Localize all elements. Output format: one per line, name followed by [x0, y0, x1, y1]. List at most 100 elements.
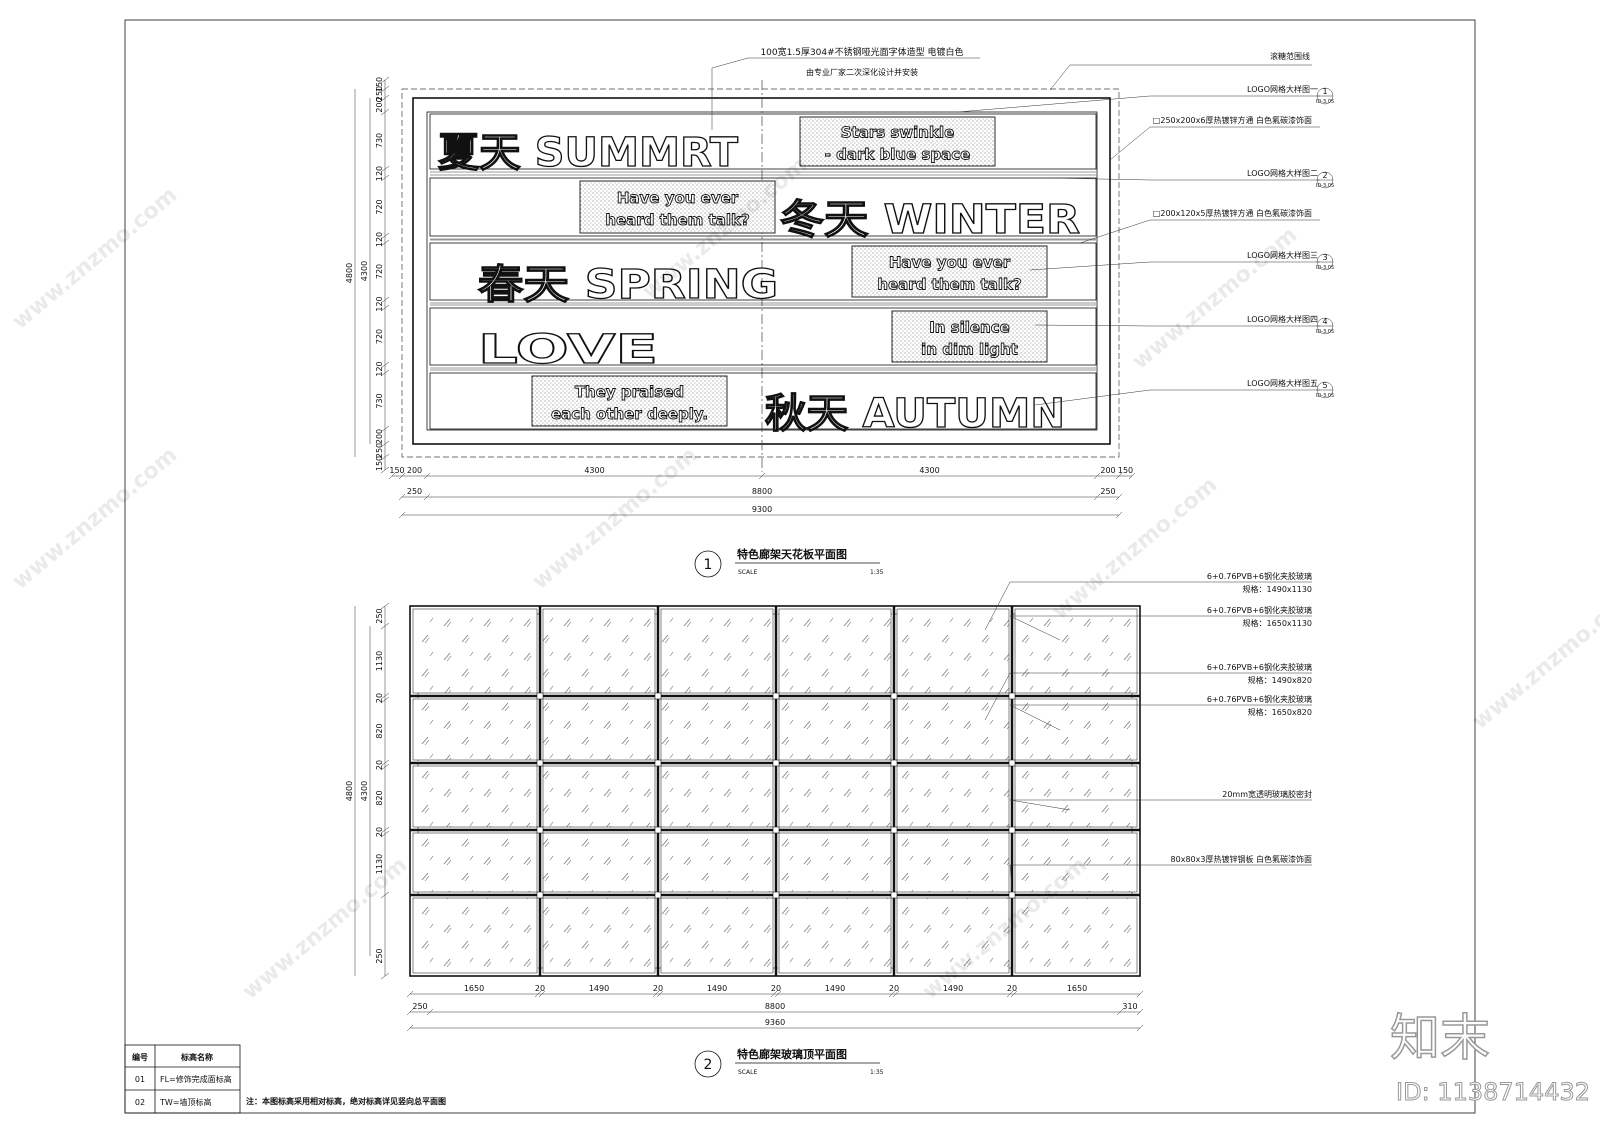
panel-text-line: Have you ever [889, 254, 1011, 272]
callout-ref: ID-3.05 [1316, 265, 1334, 271]
glass-panel [542, 832, 656, 893]
node-plate [1008, 891, 1016, 899]
node-plate [1008, 826, 1016, 834]
glass-panel [896, 897, 1010, 974]
callout-label: LOGO网格大样图四 [1247, 314, 1318, 324]
callout-label: 6+0.76PVB+6钢化夹胶玻璃 [1207, 694, 1312, 704]
dim-label: 1490 [825, 984, 845, 993]
dim-label: 20 [1007, 984, 1017, 993]
dim-label: 250 [375, 443, 384, 458]
panel-text-line: In silence [929, 319, 1010, 337]
header-note-right: 滚糖范围线 [1270, 51, 1310, 61]
glass-panel [542, 698, 656, 761]
lettering-text: 秋天 AUTUMN [765, 391, 1065, 437]
node-plate [890, 891, 898, 899]
glass-panel [1014, 832, 1138, 893]
elevation-legend: 编号 标高名称 01 FL=修饰完成面标高 02 TW=墙顶标高 注：本图标高采… [124, 1044, 446, 1114]
glass-panel [542, 897, 656, 974]
frame-row [429, 372, 1097, 430]
glass-panel [412, 765, 538, 828]
glass-panel [412, 608, 538, 694]
dim-label: 1650 [464, 984, 484, 993]
dim-label: 200 [407, 466, 422, 475]
glass-panel [660, 897, 774, 974]
legend-code-2: 02 [135, 1098, 145, 1107]
dim-total-outer: 4800 [345, 781, 354, 801]
frame-row [429, 177, 1097, 237]
lettering-text: LOVE [478, 327, 658, 373]
plan-title: 特色廊架玻璃顶平面图 [737, 1047, 847, 1061]
glass-panel [660, 698, 774, 761]
scale-label: SCALE [738, 569, 757, 576]
callout-ref: ID-3.05 [1316, 329, 1334, 335]
dim-label: 820 [375, 790, 384, 805]
node-plate [890, 759, 898, 767]
callout-spec: 规格：1490x1130 [1243, 584, 1312, 594]
dim-label: 250 [375, 86, 384, 101]
dim-label: 310 [1122, 1002, 1137, 1011]
brand-id: ID: 1138714432 [1396, 1078, 1590, 1106]
callout-label: 20mm宽透明玻璃胶密封 [1222, 789, 1312, 799]
dim-label: 1130 [375, 854, 384, 874]
glass-panel [412, 832, 538, 893]
dim-label: 200 [375, 429, 384, 444]
callout-number: 1 [1322, 87, 1327, 96]
glass-panel [412, 698, 538, 761]
dim-label: 250 [1100, 487, 1115, 496]
sheet-border [124, 19, 1476, 1114]
panel-text-line: Stars swinkle [841, 124, 955, 142]
legend-name-1: FL=修饰完成面标高 [160, 1074, 232, 1084]
plan-title: 特色廊架天花板平面图 [737, 547, 847, 561]
dim-label: 20 [375, 760, 384, 770]
dim-label: 1490 [707, 984, 727, 993]
lettering-text: 冬天 WINTER [780, 197, 1080, 243]
header-note-1: 100宽1.5厚304#不锈钢哑光面字体造型 电镀白色 [760, 46, 963, 58]
glass-panel [1014, 897, 1138, 974]
dim-label: 150 [375, 77, 384, 92]
glass-panel [896, 832, 1010, 893]
panel-text-line: Have you ever [617, 189, 739, 207]
panel-text-line: heard them talk? [877, 276, 1021, 294]
dim-label: 20 [771, 984, 781, 993]
brand-logo: 知末 [1390, 1009, 1490, 1067]
dim-label: 200 [1100, 466, 1115, 475]
callout-label: □200x120x5厚热镀锌方通 白色氟碳漆饰面 [1153, 208, 1312, 218]
frame-row [429, 113, 1097, 170]
node-plate [890, 826, 898, 834]
node-plate [654, 891, 662, 899]
node-plate [536, 826, 544, 834]
watermark-text: www.znzmo.com [238, 853, 412, 1005]
dim-label: 120 [375, 232, 384, 247]
node-plate [890, 692, 898, 700]
dim-label: 1130 [375, 651, 384, 671]
glass-panel [778, 832, 892, 893]
dim-total: 9300 [752, 505, 772, 514]
scale-value: 1:35 [870, 569, 884, 576]
node-plate [654, 692, 662, 700]
panel-text-line: - dark blue space [825, 146, 971, 164]
node-plate [536, 759, 544, 767]
dim-label: 20 [535, 984, 545, 993]
watermark-text: www.znzmo.com [1128, 223, 1302, 375]
callout-label: LOGO网格大样图五 [1247, 378, 1318, 388]
lettering-text: 春天 SPRING [478, 262, 778, 308]
panel-text-line: in dim light [921, 341, 1018, 359]
dim-label: 20 [375, 827, 384, 837]
boundary-line [401, 88, 1120, 458]
header-note-2: 由专业厂家二次深化设计并安装 [806, 67, 918, 77]
legend-header-name: 标高名称 [180, 1052, 213, 1062]
callout-number: 2 [1322, 171, 1327, 180]
dim-label: 120 [375, 361, 384, 376]
dim-label: 20 [653, 984, 663, 993]
scale-label: SCALE [738, 1069, 757, 1076]
dim-label: 150 [375, 456, 384, 471]
text-panel [851, 245, 1048, 298]
dim-label: 720 [375, 264, 384, 279]
callout-label: LOGO网格大样图三 [1247, 250, 1318, 260]
title-number: 1 [704, 557, 713, 573]
dim-label: 250 [375, 608, 384, 623]
glass-panel [1014, 698, 1138, 761]
text-panel [579, 180, 776, 234]
dim-label: 720 [375, 199, 384, 214]
